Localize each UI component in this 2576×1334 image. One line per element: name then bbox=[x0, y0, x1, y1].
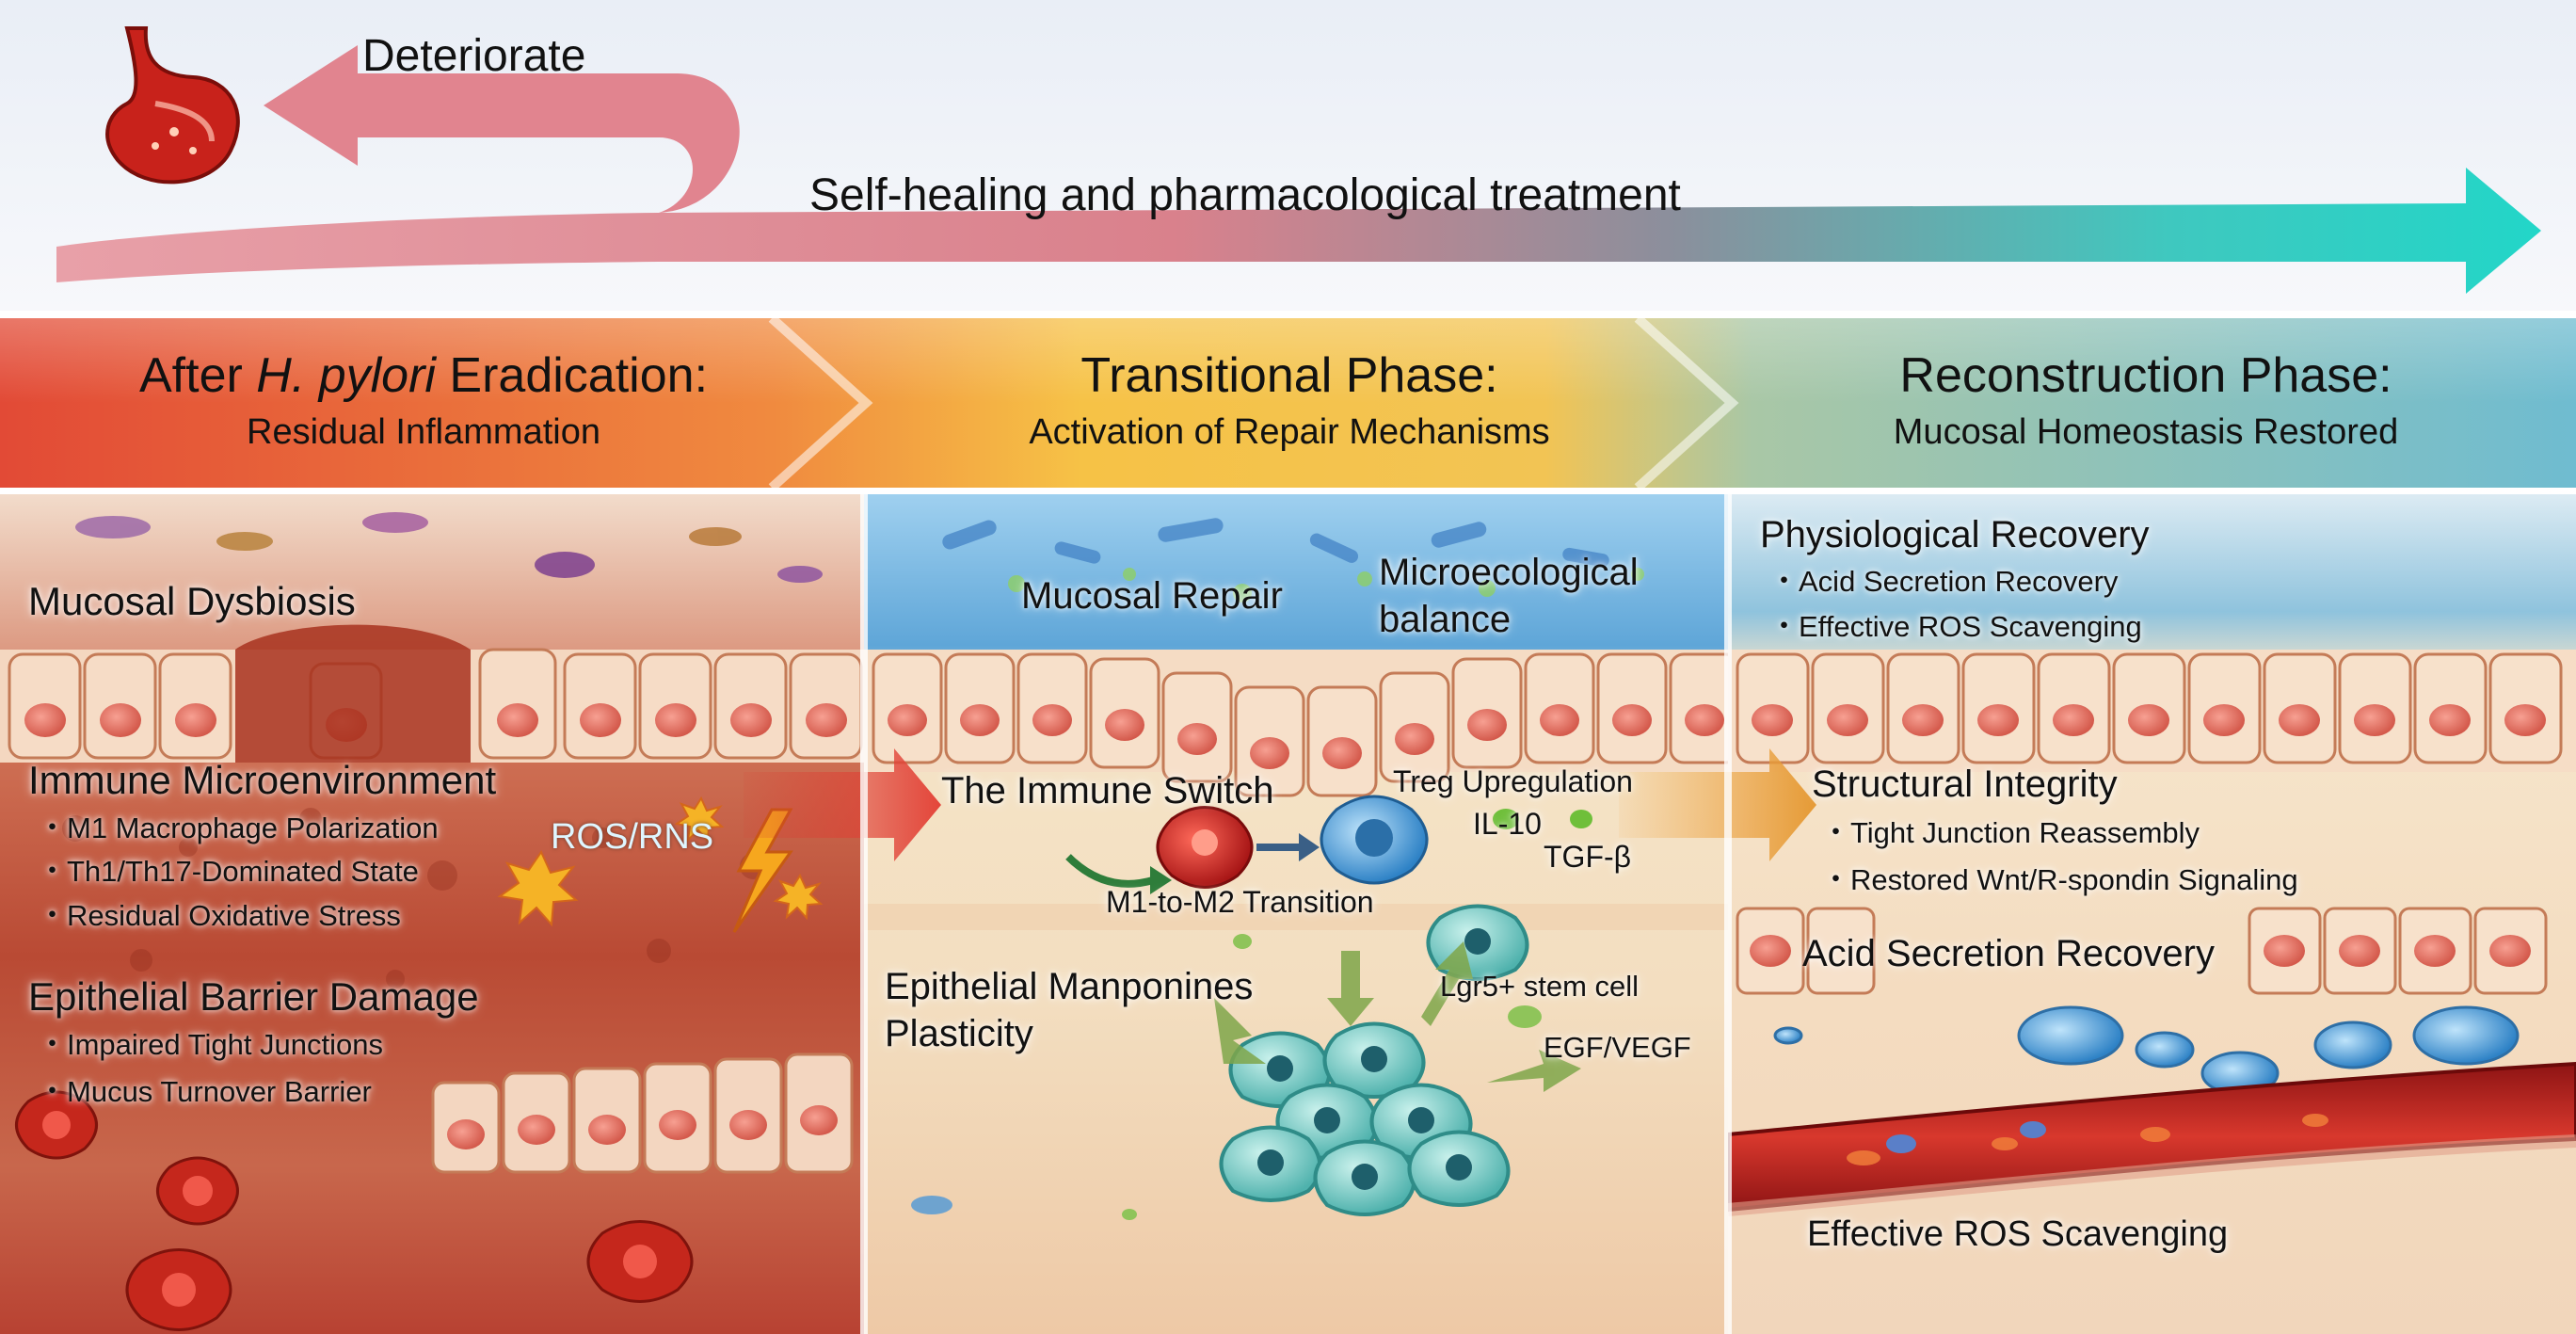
phys-item-1: ・Acid Secretion Recovery bbox=[1769, 565, 2119, 598]
phase-2-subtitle: Activation of Repair Mechanisms bbox=[1029, 412, 1550, 452]
immune-item-3: ・Residual Oxidative Stress bbox=[38, 899, 401, 932]
phase-1-title: After H. pylori Eradication: bbox=[0, 348, 847, 405]
m1-m2-transition-label: M1-to-M2 Transition bbox=[1106, 885, 1374, 919]
treg-upregulation-label: Treg Upregulation bbox=[1393, 764, 1633, 798]
phys-item-2: ・Effective ROS Scavenging bbox=[1769, 610, 2142, 643]
ros-rns-label: ROS/RNS bbox=[551, 817, 714, 857]
struct-item-1: ・Tight Junction Reassembly bbox=[1821, 816, 2200, 849]
immune-microenvironment-title: Immune Microenvironment bbox=[28, 758, 497, 802]
starburst-icon bbox=[497, 796, 824, 927]
phase-1-subtitle: Residual Inflammation bbox=[247, 412, 600, 452]
immune-item-2: ・Th1/Th17-Dominated State bbox=[38, 855, 419, 888]
phase-1-title-post: Eradication: bbox=[435, 348, 709, 403]
plasticity-label-line2: Plasticity bbox=[885, 1013, 1033, 1054]
il10-label: IL-10 bbox=[1473, 807, 1542, 841]
acid-secretion-recovery-label: Acid Secretion Recovery bbox=[1802, 933, 2215, 974]
plasticity-label-line1: Epithelial Manponines bbox=[885, 966, 1254, 1007]
mucosal-dysbiosis-label: Mucosal Dysbiosis bbox=[28, 579, 356, 623]
lgr5-stem-cell-label: Lgr5+ stem cell bbox=[1440, 970, 1640, 1003]
microecological-label-line2: balance bbox=[1379, 599, 1512, 640]
phase-1-title-italic: H. pylori bbox=[256, 348, 436, 403]
barrier-item-2: ・Mucus Turnover Barrier bbox=[38, 1075, 372, 1108]
tgf-beta-label: TGF-β bbox=[1544, 840, 1632, 874]
egf-vegf-label: EGF/VEGF bbox=[1544, 1031, 1691, 1064]
phase-3-title: Reconstruction Phase: bbox=[1899, 348, 2392, 403]
phase-3-subtitle: Mucosal Homeostasis Restored bbox=[1893, 412, 2399, 452]
barrier-item-1: ・Impaired Tight Junctions bbox=[38, 1028, 384, 1061]
epithelial-barrier-title: Epithelial Barrier Damage bbox=[28, 974, 479, 1019]
immune-switch-label: The Immune Switch bbox=[941, 770, 1274, 812]
physiological-recovery-title: Physiological Recovery bbox=[1760, 514, 2150, 555]
effective-ros-scavenging-label: Effective ROS Scavenging bbox=[1807, 1214, 2229, 1254]
stomach-icon bbox=[105, 26, 240, 185]
treatment-label: Self-healing and pharmacological treatme… bbox=[809, 170, 1681, 220]
deteriorate-label: Deteriorate bbox=[362, 31, 586, 81]
microecological-label-line1: Microecological bbox=[1379, 552, 1639, 593]
struct-item-2: ・Restored Wnt/R-spondin Signaling bbox=[1821, 863, 2298, 896]
mucosal-repair-label: Mucosal Repair bbox=[1021, 575, 1283, 617]
structural-integrity-title: Structural Integrity bbox=[1812, 763, 2118, 805]
phase-2-title: Transitional Phase: bbox=[1080, 348, 1498, 403]
phase-1-title-pre: After bbox=[138, 348, 257, 403]
immune-item-1: ・M1 Macrophage Polarization bbox=[38, 812, 439, 844]
